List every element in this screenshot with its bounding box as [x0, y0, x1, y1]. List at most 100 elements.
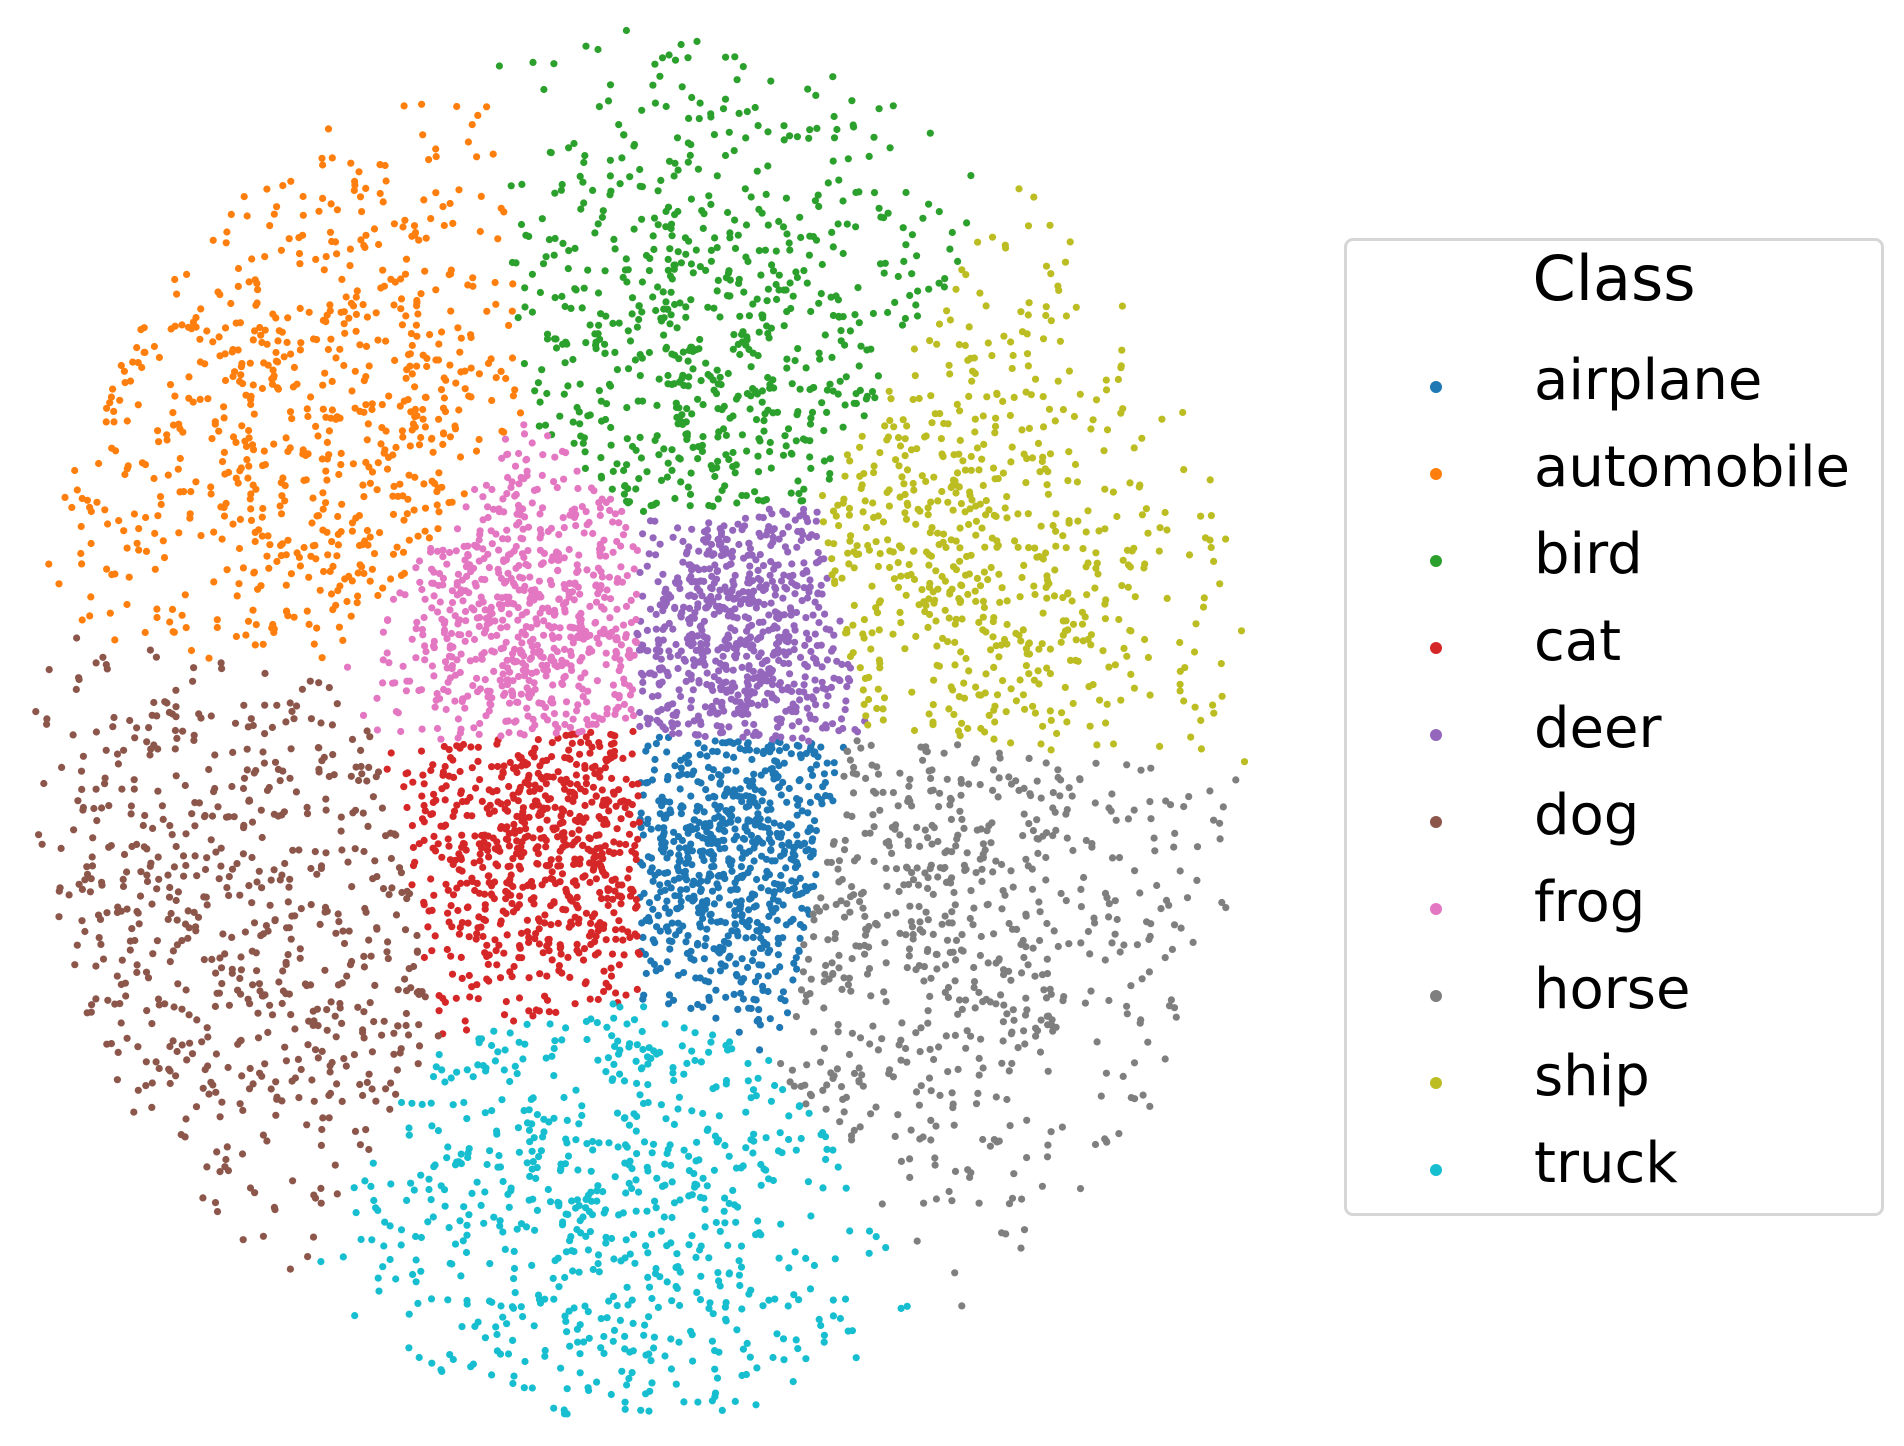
point-dog — [203, 1163, 211, 1171]
point-automobile — [407, 408, 415, 416]
point-airplane — [805, 783, 813, 791]
point-bird — [729, 345, 737, 353]
point-airplane — [682, 938, 690, 946]
point-airplane — [729, 739, 738, 748]
point-deer — [713, 567, 722, 575]
point-automobile — [296, 260, 304, 268]
point-bird — [662, 223, 670, 231]
point-automobile — [272, 348, 280, 357]
point-automobile — [376, 529, 384, 537]
point-airplane — [658, 793, 666, 801]
point-automobile — [467, 364, 475, 372]
point-cat — [586, 995, 594, 1003]
point-bird — [535, 422, 543, 430]
point-frog — [589, 571, 598, 579]
point-deer — [830, 631, 838, 639]
point-deer — [768, 510, 776, 518]
point-frog — [613, 605, 621, 613]
point-bird — [884, 209, 892, 217]
point-cat — [488, 763, 496, 771]
point-cat — [601, 764, 610, 772]
point-frog — [454, 715, 462, 723]
point-frog — [359, 711, 368, 720]
point-bird — [874, 372, 883, 380]
point-dog — [191, 852, 199, 860]
point-airplane — [731, 825, 739, 833]
point-deer — [797, 536, 805, 545]
point-bird — [540, 85, 548, 94]
point-bird — [812, 91, 820, 99]
point-automobile — [397, 295, 406, 303]
point-dog — [396, 1049, 404, 1057]
point-airplane — [675, 771, 683, 780]
point-bird — [564, 382, 572, 390]
point-airplane — [753, 747, 761, 755]
point-automobile — [505, 321, 513, 329]
point-bird — [760, 417, 768, 425]
point-dog — [213, 1148, 221, 1156]
point-frog — [461, 556, 469, 564]
point-automobile — [313, 336, 321, 344]
point-deer — [775, 535, 783, 543]
point-automobile — [318, 455, 326, 463]
point-airplane — [687, 792, 695, 800]
point-frog — [479, 493, 487, 501]
point-cat — [537, 773, 545, 781]
point-airplane — [763, 806, 771, 814]
point-deer — [775, 656, 783, 665]
point-frog — [529, 715, 537, 724]
point-bird — [606, 191, 614, 199]
point-cat — [492, 947, 500, 955]
point-bird — [781, 432, 789, 440]
point-dog — [178, 1041, 186, 1049]
point-frog — [475, 600, 483, 608]
point-deer — [754, 574, 762, 583]
point-frog — [504, 473, 512, 482]
point-bird — [820, 457, 829, 465]
point-cat — [458, 974, 466, 983]
point-bird — [814, 191, 822, 199]
point-bird — [577, 205, 585, 213]
point-dog — [271, 758, 280, 766]
point-frog — [499, 495, 507, 503]
point-automobile — [229, 346, 237, 354]
point-bird — [529, 58, 537, 66]
point-dog — [331, 1012, 339, 1020]
point-bird — [654, 187, 662, 195]
point-horse — [1180, 803, 1188, 811]
point-airplane — [695, 871, 703, 879]
point-dog — [203, 901, 211, 909]
point-automobile — [387, 575, 395, 583]
point-frog — [520, 430, 529, 438]
point-cat — [506, 758, 514, 767]
point-automobile — [215, 333, 223, 341]
point-frog — [488, 647, 496, 655]
point-deer — [745, 579, 754, 587]
point-deer — [763, 677, 771, 685]
point-dog — [405, 965, 413, 973]
point-frog — [618, 578, 627, 586]
point-horse — [840, 846, 849, 854]
point-bird — [763, 297, 771, 305]
point-dog — [387, 854, 395, 863]
point-bird — [625, 498, 634, 506]
point-deer — [732, 594, 740, 602]
point-cat — [427, 875, 435, 883]
point-dog — [139, 821, 147, 830]
point-airplane — [750, 857, 758, 865]
point-bird — [660, 331, 668, 339]
point-bird — [843, 220, 851, 228]
point-deer — [685, 592, 693, 600]
point-automobile — [319, 381, 327, 389]
point-dog — [279, 987, 287, 995]
point-dog — [287, 1011, 295, 1019]
point-bird — [763, 322, 771, 330]
point-frog — [373, 726, 381, 734]
point-cat — [494, 843, 502, 852]
point-bird — [821, 331, 829, 339]
point-frog — [562, 710, 570, 718]
point-cat — [525, 771, 533, 780]
point-horse — [856, 898, 864, 906]
point-bird — [722, 431, 731, 439]
point-bird — [764, 128, 772, 136]
